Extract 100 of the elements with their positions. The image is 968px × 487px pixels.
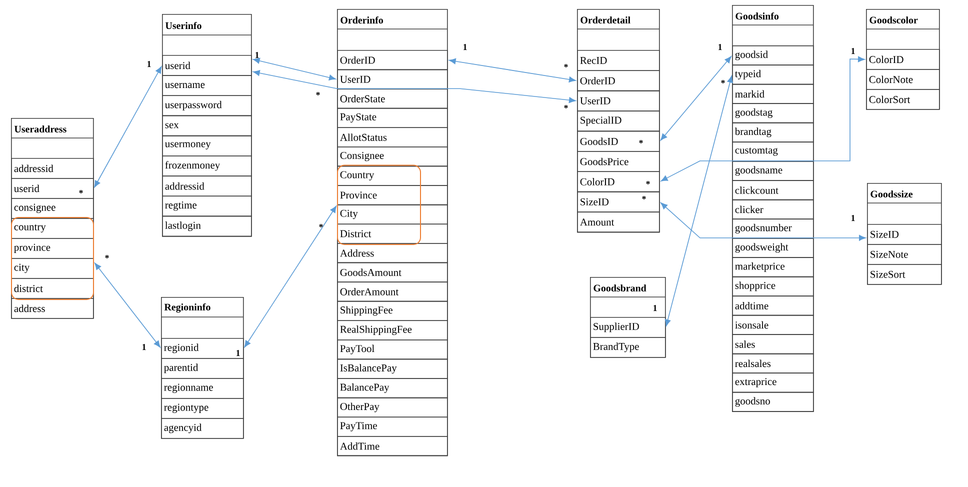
attribute-row: IsBalancePay (337, 358, 448, 379)
attribute-row: regionname (161, 378, 244, 399)
attribute-row: OrderState (337, 88, 448, 109)
attribute-row: regiontype (161, 398, 244, 419)
attribute-row: sex (162, 115, 252, 136)
attribute-row: Province (337, 185, 448, 206)
relationship-arrow (660, 202, 866, 241)
attribute-row: parentid (161, 358, 244, 379)
attribute-row: PayTool (337, 340, 448, 360)
attribute-row: addtime (732, 296, 814, 316)
relationship-arrow (448, 58, 576, 82)
attribute-row: Amount (577, 212, 660, 233)
attribute-row: country (11, 218, 94, 239)
attribute-row: OtherPay (337, 397, 448, 418)
attribute-row: usermoney (162, 135, 252, 156)
attribute-row: goodsno (732, 392, 814, 412)
attribute-row: AddTime (337, 436, 448, 456)
attribute-row: GoodsAmount (337, 262, 448, 282)
multiplicity-label: * (79, 190, 83, 194)
attribute-row: regtime (162, 196, 252, 217)
attribute-row: customtag (732, 142, 814, 162)
multiplicity-label: 1 (255, 52, 259, 58)
relationship-arrow (252, 58, 336, 80)
attribute-row: ColorSort (866, 89, 940, 110)
multiplicity-label: 1 (147, 61, 151, 67)
attribute-row: province (11, 238, 94, 259)
relationship-arrow (94, 262, 160, 348)
multiplicity-label: 1 (463, 44, 467, 50)
attribute-row: shopprice (732, 276, 814, 296)
multiplicity-label: 1 (653, 305, 657, 311)
attribute-row: OrderAmount (337, 282, 448, 302)
multiplicity-label: * (316, 92, 320, 96)
attribute-row: PayState (337, 108, 448, 128)
attribute-row: Country (337, 166, 448, 186)
multiplicity-label: * (564, 105, 568, 108)
attribute-row: brandtag (732, 122, 814, 142)
multiplicity-label: * (646, 181, 650, 184)
multiplicity-label: 1 (851, 215, 855, 221)
attribute-row: typeid (732, 64, 814, 85)
attribute-row: district (11, 278, 94, 299)
attribute-row: lastlogin (162, 216, 252, 237)
relationship-arrow (660, 56, 732, 141)
attribute-row: SizeNote (867, 244, 942, 265)
attribute-row: markid (732, 84, 814, 104)
attribute-row: goodsid (732, 45, 814, 66)
multiplicity-label: 1 (142, 344, 146, 350)
attribute-row: SupplierID (590, 317, 666, 338)
attribute-row: username (162, 75, 252, 96)
attribute-row: PayTime (337, 416, 448, 437)
attribute-row: BrandType (590, 337, 666, 358)
multiplicity-label: * (105, 255, 109, 258)
attribute-row: clickcount (732, 180, 814, 200)
multiplicity-label: 1 (851, 48, 855, 54)
attribute-row: goodsweight (732, 238, 814, 258)
attribute-row: UserID (337, 69, 448, 90)
relationship-arrow (94, 66, 162, 188)
attribute-row: ColorNote (866, 69, 940, 90)
highlight-frame (11, 217, 94, 300)
attribute-row: District (337, 224, 448, 244)
relationship-arrow (664, 76, 733, 326)
attribute-row: isonsale (732, 314, 814, 335)
attribute-row: OrderID (577, 70, 660, 92)
attribute-row: RealShippingFee (337, 320, 448, 340)
attribute-row: address (11, 298, 94, 319)
attribute-row: extraprice (732, 372, 814, 393)
attribute-row: RecID (577, 50, 660, 71)
relationship-arrow (244, 206, 337, 348)
attribute-row: ColorID (866, 49, 940, 70)
attribute-row: AllotStatus (337, 127, 448, 148)
attribute-row: clicker (732, 199, 814, 220)
attribute-row: goodsname (732, 160, 814, 181)
attribute-row: ShippingFee (337, 300, 448, 321)
attribute-row: consignee (11, 198, 94, 219)
attribute-row: sales (732, 334, 814, 354)
attribute-row: realsales (732, 353, 814, 374)
attribute-row: userid (162, 55, 252, 76)
attribute-row: city (11, 258, 94, 279)
attribute-row: addressid (11, 158, 94, 179)
attribute-row: City (337, 204, 448, 224)
relationship-arrow (660, 56, 865, 182)
attribute-row: addressid (162, 176, 252, 196)
multiplicity-label: 1 (236, 350, 240, 356)
multiplicity-label: * (639, 140, 643, 144)
multiplicity-label: 1 (718, 44, 722, 50)
attribute-row: agencyid (161, 418, 244, 439)
attribute-row: GoodsPrice (577, 151, 660, 172)
attribute-row: UserID (577, 90, 660, 112)
attribute-row: BalancePay (337, 378, 448, 398)
attribute-row: marketprice (732, 257, 814, 278)
multiplicity-label: * (319, 224, 323, 228)
attribute-row: userpassword (162, 95, 252, 116)
attribute-row: frozenmoney (162, 156, 252, 176)
multiplicity-label: * (721, 80, 725, 84)
attribute-row: goodstag (732, 103, 814, 124)
attribute-row: SizeSort (867, 264, 942, 285)
highlight-frame (337, 164, 421, 245)
attribute-row: Consignee (337, 146, 448, 167)
multiplicity-label: * (642, 196, 646, 200)
attribute-row: SpecialID (577, 110, 660, 132)
multiplicity-label: * (564, 64, 568, 68)
